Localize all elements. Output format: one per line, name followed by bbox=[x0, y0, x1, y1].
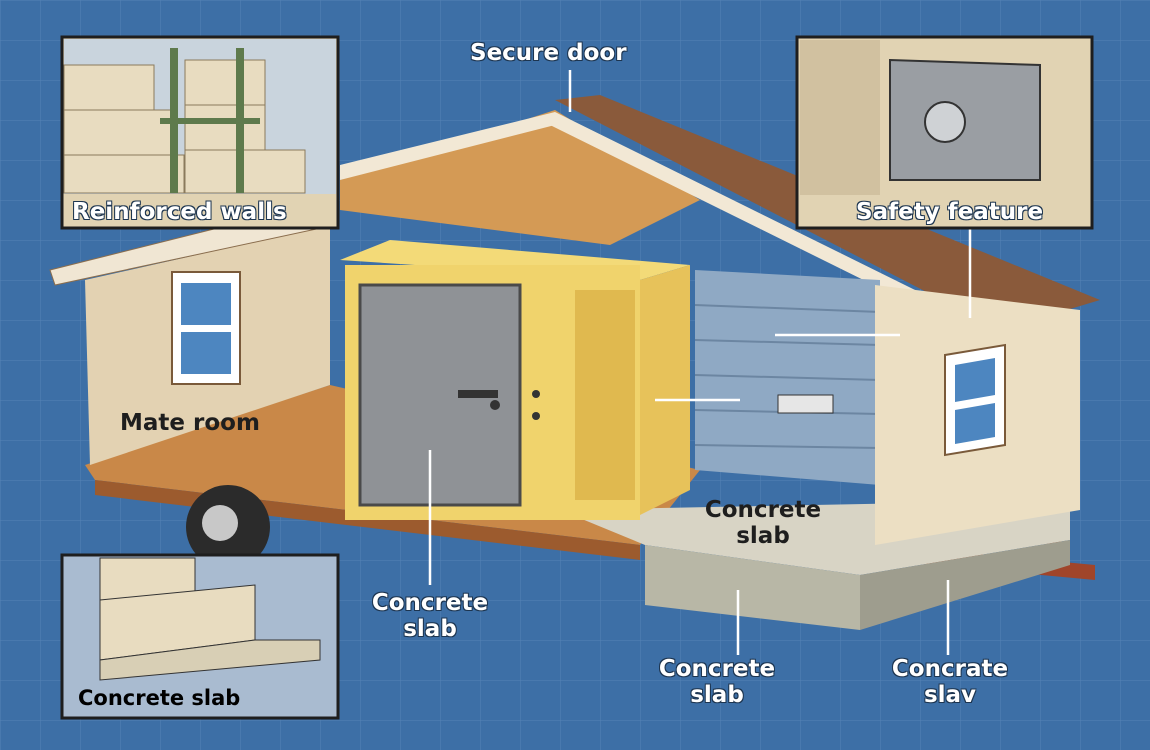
wheel bbox=[186, 485, 270, 569]
right-window bbox=[944, 343, 1006, 457]
inset-concrete-slab bbox=[60, 553, 340, 720]
left-window bbox=[171, 271, 241, 385]
label-reinforced-walls: Reinforced walls bbox=[72, 199, 287, 225]
inset-safety-feature bbox=[795, 35, 1094, 230]
inset-reinforced-walls bbox=[60, 35, 340, 230]
label-concrete-slab-bottom: Concrete slab bbox=[658, 656, 776, 708]
label-concrete-slab-center: Concrete slab bbox=[371, 590, 489, 642]
gable-wall bbox=[340, 110, 700, 245]
label-inset-concrete-slab: Concrete slab bbox=[78, 686, 241, 710]
secure-door bbox=[358, 283, 540, 507]
label-concrate-slav: Concrate slav bbox=[891, 656, 1009, 708]
label-mate-room: Mate room bbox=[120, 410, 260, 436]
label-safety-feature: Safety feature bbox=[856, 199, 1044, 225]
callout-lines bbox=[428, 70, 972, 655]
wall-plate bbox=[777, 394, 834, 414]
label-concrete-slab-right: Concrete slab bbox=[704, 497, 822, 549]
label-secure-door: Secure door bbox=[470, 40, 627, 66]
